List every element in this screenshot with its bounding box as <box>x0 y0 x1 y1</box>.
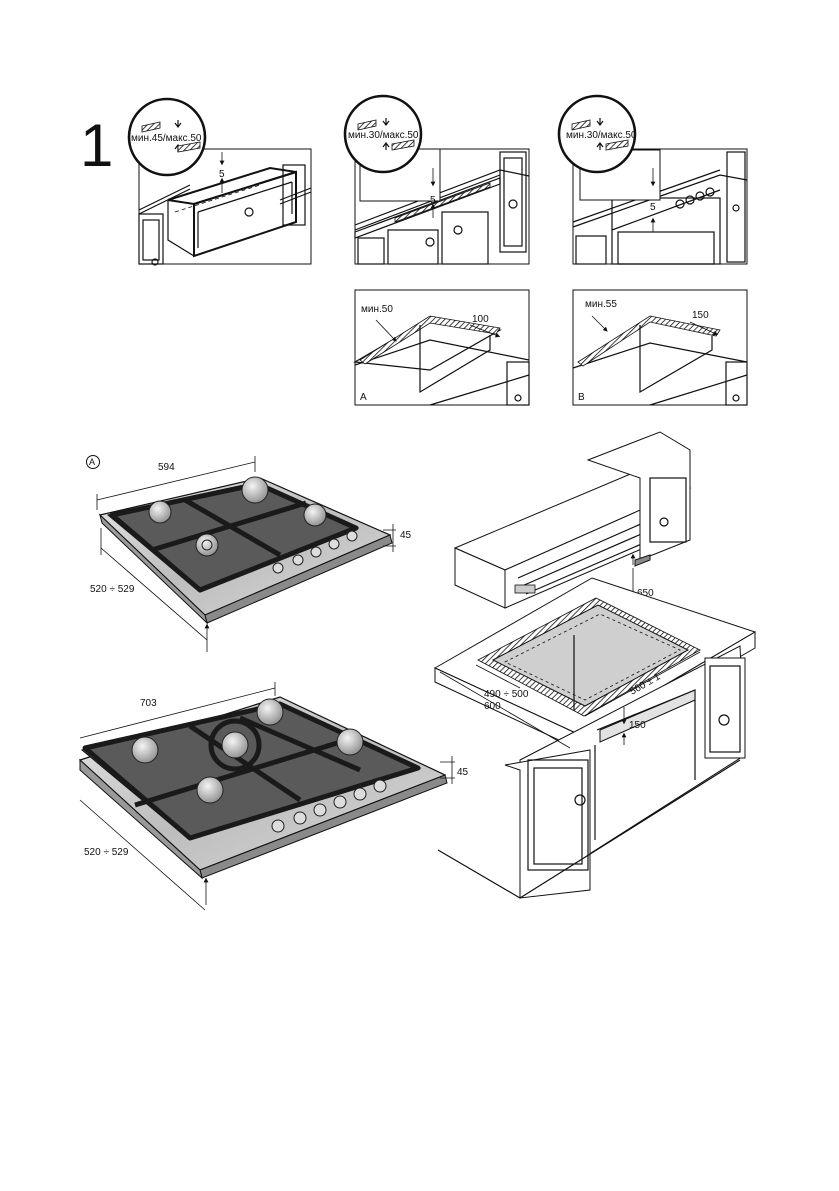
cutout-b-letter: B <box>578 392 585 403</box>
cutout-b-min-label: мин.55 <box>585 299 617 310</box>
hood-height-label: 650 <box>637 588 654 599</box>
panel2-gap-label: 5 <box>430 195 436 206</box>
hob-large: 703 520 ÷ 529 45 <box>78 682 469 911</box>
hob-small-badge: A <box>89 457 95 467</box>
installation-scene: 650 490 ÷ 500 600 560 ± 1 150 <box>433 431 757 899</box>
step-number: 1 <box>80 112 113 179</box>
panel1-gap-label: 5 <box>219 169 225 180</box>
panel3-gap-label: 5 <box>650 202 656 213</box>
cutout-panel-b: мин.55 150 B <box>572 289 748 406</box>
under-clearance-label: 150 <box>629 720 646 731</box>
clearance-panel-2: 5 мин.30/макс.50 <box>343 94 530 265</box>
clearance-panel-3: 5 мин.30/макс.50 <box>557 94 748 265</box>
panel2-callout-label: мин.30/макс.50 <box>348 130 419 141</box>
cutout-a-min-label: мин.50 <box>361 304 393 315</box>
cutout-b-side-label: 150 <box>692 310 709 321</box>
clearance-panel-1: 5 мин.45/макс.50 <box>127 97 312 266</box>
hob-large-width-label: 703 <box>140 698 157 709</box>
cutout-a-side-label: 100 <box>472 314 489 325</box>
hob-small-width-label: 594 <box>158 462 175 473</box>
panel1-callout-label: мин.45/макс.50 <box>131 133 202 144</box>
hob-small-height-label: 45 <box>400 530 412 541</box>
hob-large-height-label: 45 <box>457 767 469 778</box>
cutout-panel-a: мин.50 100 A <box>353 289 530 406</box>
counter-depth-label: 600 <box>484 701 501 712</box>
cutout-depth-label: 490 ÷ 500 <box>484 689 529 700</box>
hob-large-depth-label: 520 ÷ 529 <box>84 847 129 858</box>
hob-small-depth-label: 520 ÷ 529 <box>90 584 135 595</box>
hob-small: A 594 520 ÷ 529 45 <box>86 455 412 652</box>
cutout-a-letter: A <box>360 392 367 403</box>
panel3-callout-label: мин.30/макс.50 <box>566 130 637 141</box>
